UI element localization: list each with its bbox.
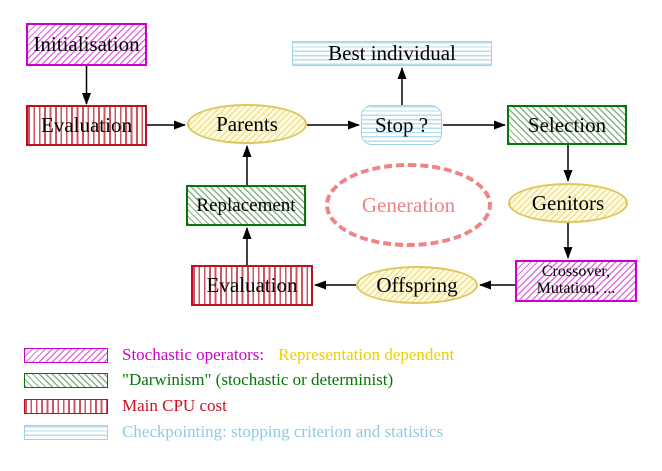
legend-row-stochastic-operators: Stochastic operators: Representation depe… xyxy=(24,344,454,366)
node-replacement: Replacement xyxy=(186,185,306,226)
node-selection-label: Selection xyxy=(527,112,607,137)
node-best-individual: Best individual xyxy=(292,41,492,66)
legend-text-representation: Representation dependent xyxy=(278,345,455,364)
legend-row-main-cpu-cost: Main CPU cost xyxy=(24,395,227,417)
legend-label-main-cpu-cost: Main CPU cost xyxy=(122,396,227,416)
node-selection: Selection xyxy=(507,105,627,145)
node-initialisation-label: Initialisation xyxy=(33,32,140,57)
node-genitors-label: Genitors xyxy=(531,190,605,215)
legend-row-darwinism: "Darwinism" (stochastic or determinist) xyxy=(24,369,393,391)
legend-swatch-cyan-horizontal xyxy=(24,424,108,440)
node-initialisation: Initialisation xyxy=(26,23,147,66)
node-genitors: Genitors xyxy=(508,183,628,223)
legend-swatch-red-vertical xyxy=(24,398,108,414)
node-generation-label: Generation xyxy=(361,192,456,217)
legend-swatch-magenta-hatch xyxy=(24,347,108,363)
node-generation: Generation xyxy=(325,163,492,247)
node-parents: Parents xyxy=(187,104,307,144)
legend-label-darwinism: "Darwinism" (stochastic or determinist) xyxy=(122,370,393,390)
node-replacement-label: Replacement xyxy=(196,194,296,216)
legend-label-checkpointing: Checkpointing: stopping criterion and st… xyxy=(122,422,443,442)
node-evaluation-bottom: Evaluation xyxy=(191,265,313,306)
legend-text-main-cpu-cost: Main CPU cost xyxy=(122,396,227,415)
node-offspring: Offspring xyxy=(356,266,478,304)
legend-text-checkpointing: Checkpointing: stopping criterion and st… xyxy=(122,422,444,441)
legend-text-darwinism: "Darwinism" (stochastic or determinist) xyxy=(122,370,394,389)
node-offspring-label: Offspring xyxy=(376,272,458,297)
node-stop-label: Stop ? xyxy=(374,112,429,137)
node-parents-label: Parents xyxy=(216,111,278,136)
legend-text-stochastic: Stochastic operators: xyxy=(122,345,265,364)
node-best-individual-label: Best individual xyxy=(328,41,456,66)
node-stop: Stop ? xyxy=(361,105,442,145)
node-crossover-line1: Crossover, xyxy=(541,263,611,281)
node-crossover-line2: Mutation, ... xyxy=(536,280,616,297)
legend-label-stochastic-operators: Stochastic operators: Representation depe… xyxy=(122,345,454,365)
node-crossover-mutation: Crossover, Mutation, ... xyxy=(515,260,637,302)
legend-row-checkpointing: Checkpointing: stopping criterion and st… xyxy=(24,421,443,443)
node-evaluation-top-label: Evaluation xyxy=(41,113,132,138)
node-evaluation-bottom-label: Evaluation xyxy=(206,273,298,298)
node-evaluation-top: Evaluation xyxy=(26,105,147,146)
legend-swatch-green-hatch xyxy=(24,372,108,388)
